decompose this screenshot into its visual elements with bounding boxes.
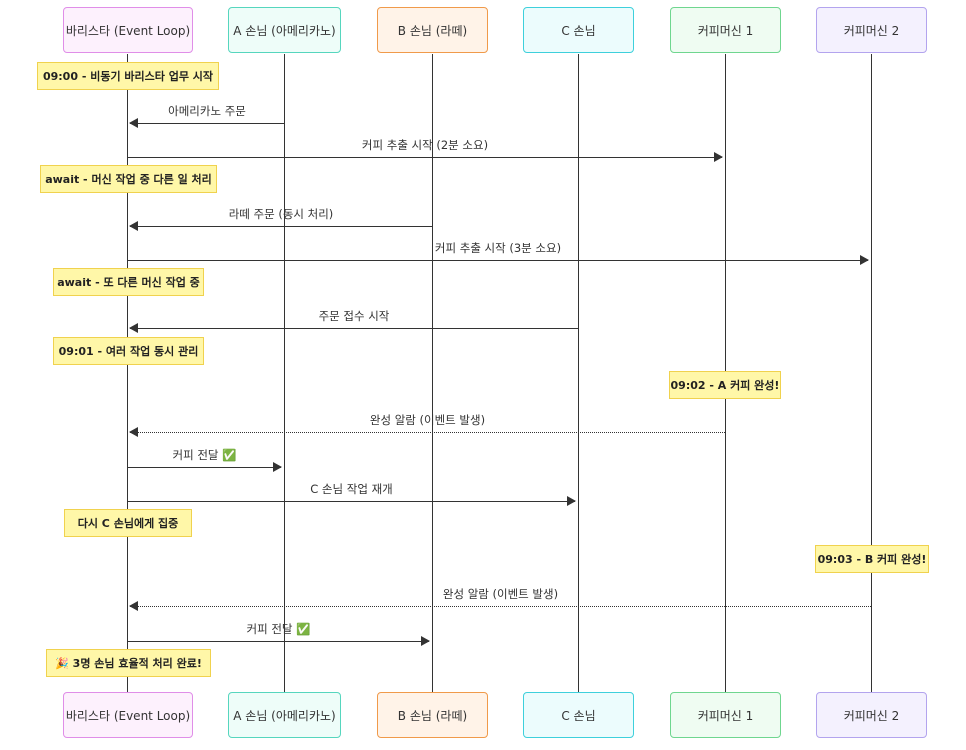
participant-machine-1-top: 커피머신 1 — [670, 7, 781, 53]
participant-customer-c-bottom: C 손님 — [523, 692, 634, 738]
participant-machine-1-bottom: 커피머신 1 — [670, 692, 781, 738]
note-start: 09:00 - 비동기 바리스타 업무 시작 — [37, 62, 219, 90]
participant-machine-2-top: 커피머신 2 — [816, 7, 927, 53]
note-await-2: await - 또 다른 머신 작업 중 — [53, 268, 204, 296]
lifeline-customer-a — [284, 54, 285, 692]
note-complete: 🎉 3명 손님 효율적 처리 완료! — [46, 649, 211, 677]
lifeline-machine-2 — [871, 54, 872, 692]
participant-customer-b-bottom: B 손님 (라떼) — [377, 692, 488, 738]
note-focus-c: 다시 C 손님에게 집중 — [64, 509, 192, 537]
lifeline-customer-b — [432, 54, 433, 692]
participant-barista-top: 바리스타 (Event Loop) — [63, 7, 193, 53]
participant-barista-bottom: 바리스타 (Event Loop) — [63, 692, 193, 738]
note-b-done: 09:03 - B 커피 완성! — [815, 545, 929, 573]
lifeline-barista — [127, 54, 128, 692]
note-await-1: await - 머신 작업 중 다른 일 처리 — [40, 165, 217, 193]
participant-customer-a-bottom: A 손님 (아메리카노) — [228, 692, 341, 738]
note-a-done: 09:02 - A 커피 완성! — [669, 371, 781, 399]
note-multi-task: 09:01 - 여러 작업 동시 관리 — [53, 337, 204, 365]
participant-customer-c-top: C 손님 — [523, 7, 634, 53]
participant-machine-2-bottom: 커피머신 2 — [816, 692, 927, 738]
participant-customer-a-top: A 손님 (아메리카노) — [228, 7, 341, 53]
lifeline-customer-c — [578, 54, 579, 692]
participant-customer-b-top: B 손님 (라떼) — [377, 7, 488, 53]
